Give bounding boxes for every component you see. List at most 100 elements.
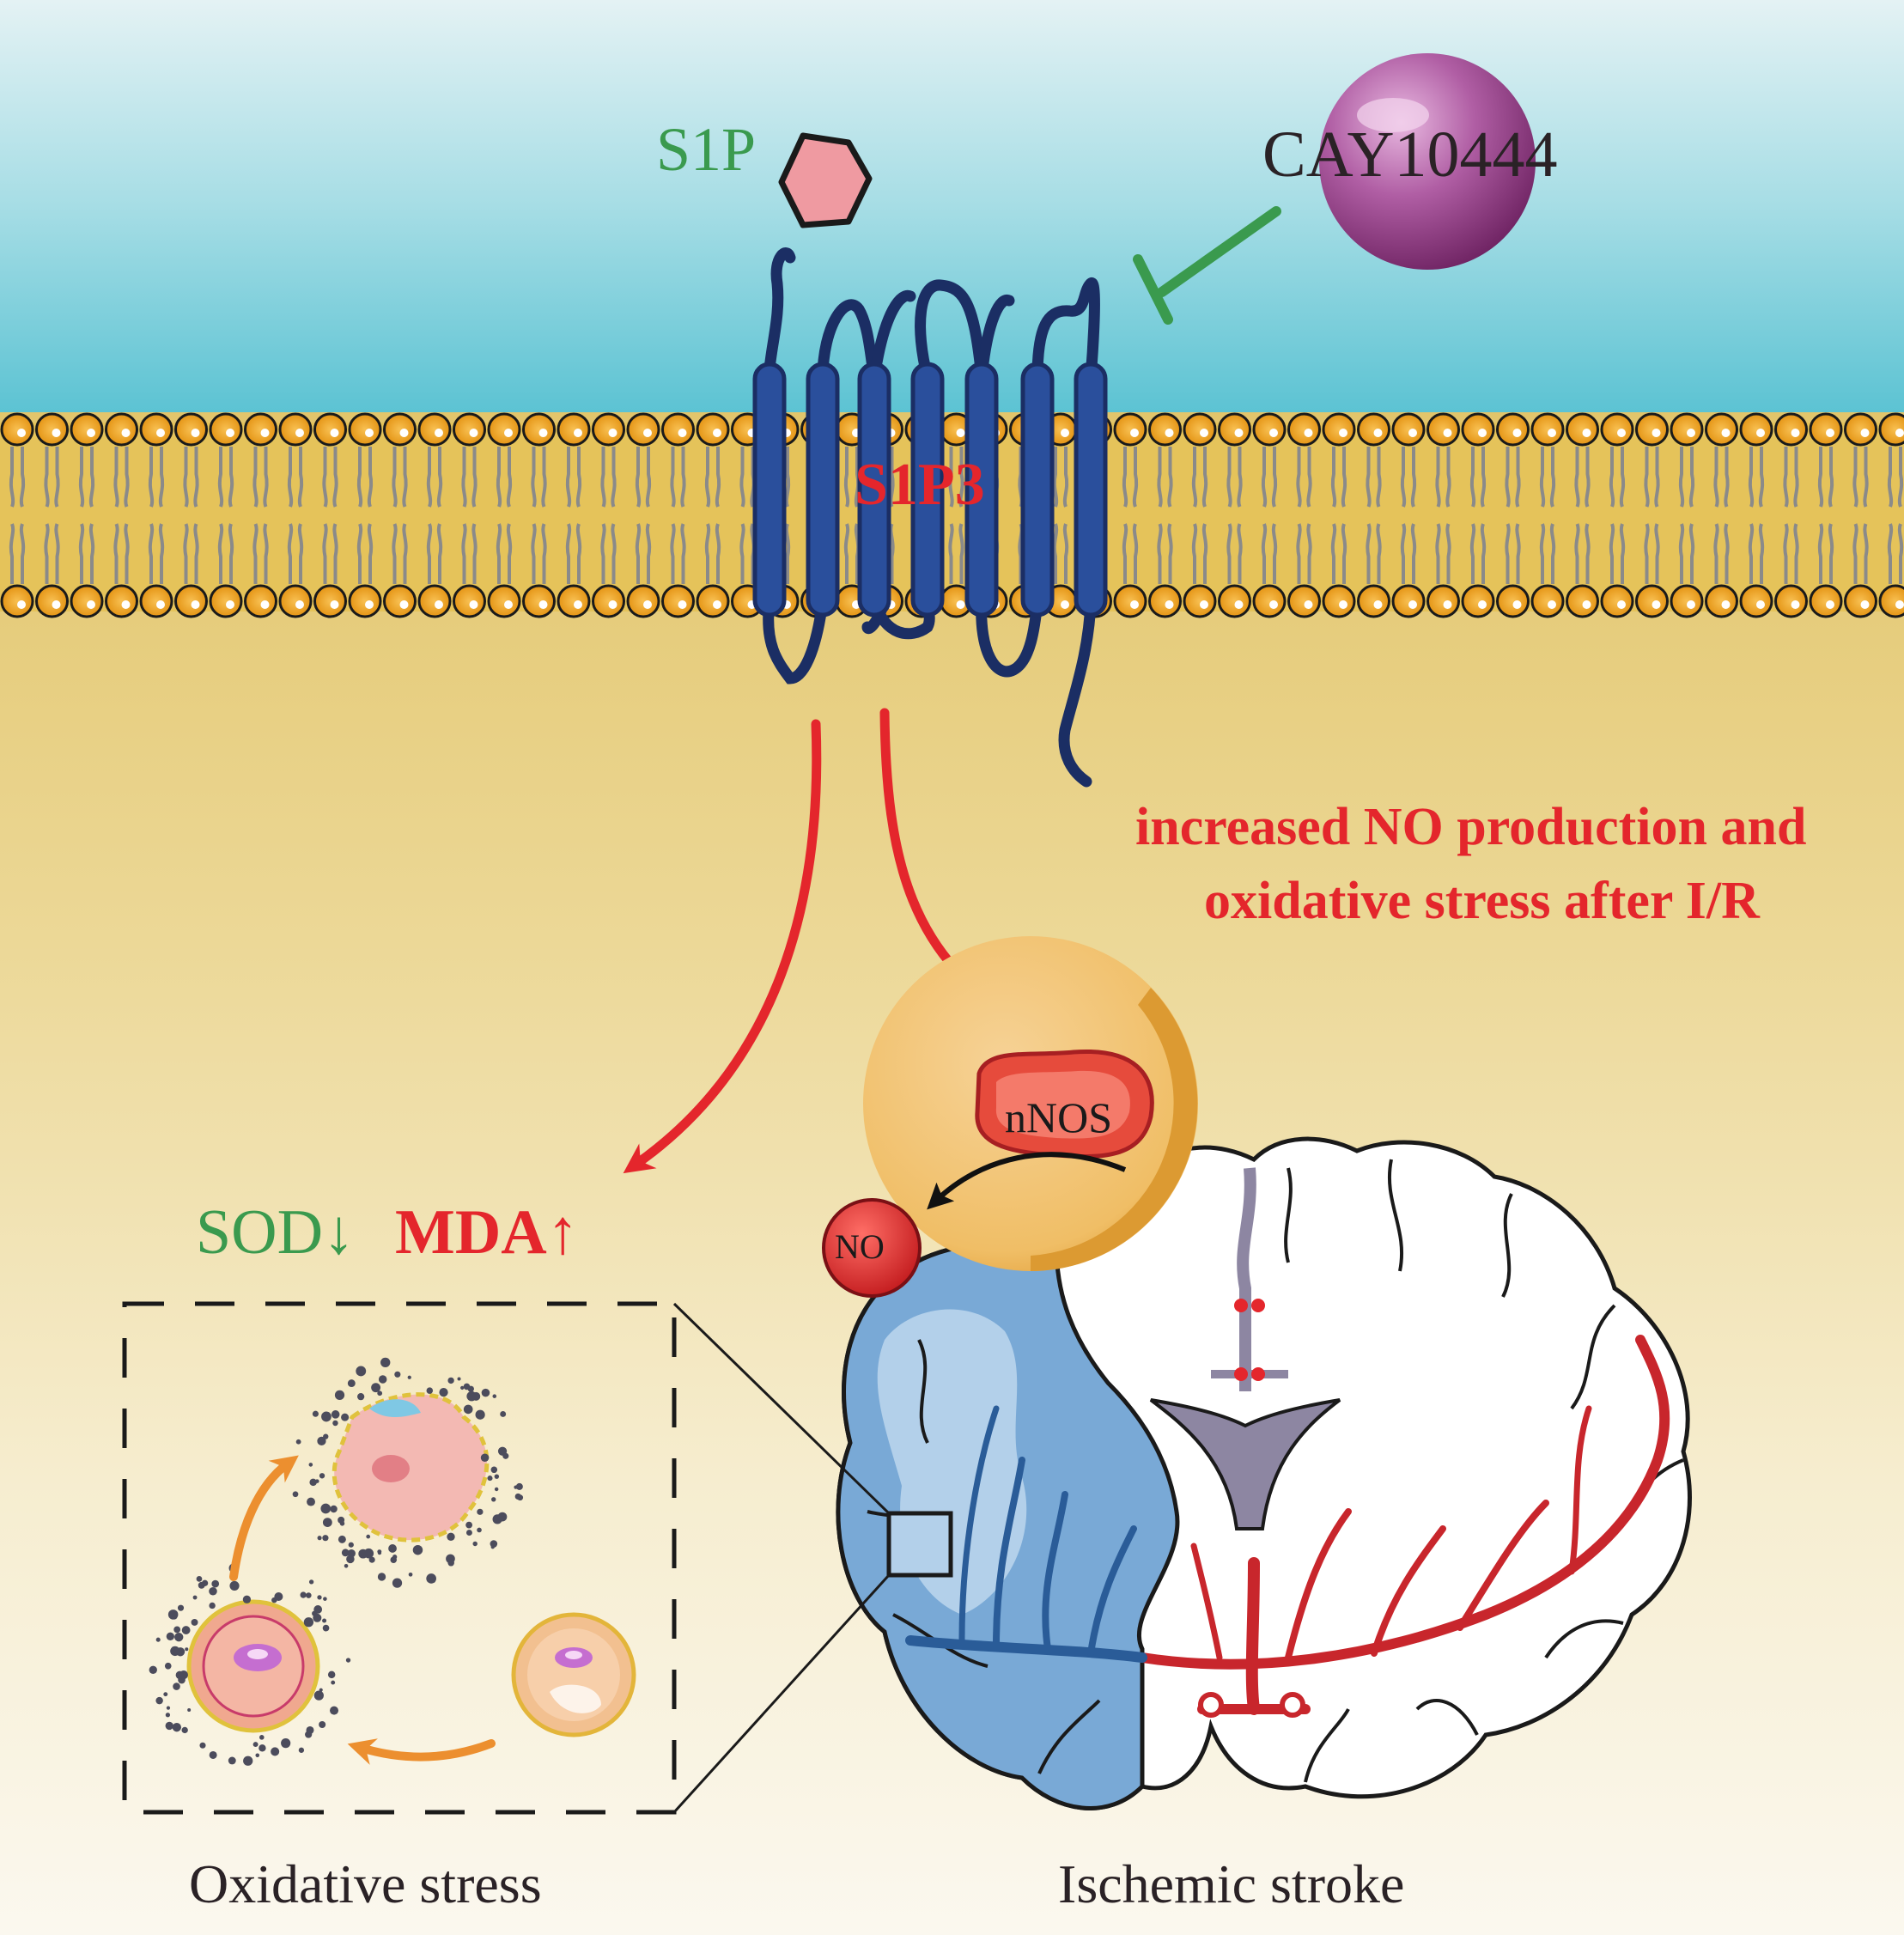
lipid-tail — [78, 523, 95, 584]
debris-particle — [494, 1474, 500, 1479]
debris-particle — [338, 1535, 346, 1543]
mda-text: MDA — [395, 1197, 547, 1268]
debris-particle — [312, 1610, 318, 1616]
lipid-tail — [1783, 447, 1799, 508]
lipid-tail — [565, 447, 582, 508]
lipid-head — [626, 412, 660, 447]
lipid-head — [70, 412, 104, 447]
lipid-head — [696, 584, 730, 618]
debris-particle — [388, 1544, 397, 1553]
lipid-highlight — [1061, 429, 1069, 437]
lipid-tail — [565, 523, 582, 584]
lipid-highlight — [504, 429, 513, 437]
debris-particle — [320, 1503, 332, 1514]
lipid-tail — [426, 447, 443, 508]
lipid-head — [1148, 412, 1182, 447]
lipid-head — [1183, 412, 1217, 447]
lipid-highlight — [1860, 600, 1870, 609]
lipid-highlight — [1582, 600, 1591, 609]
lipid-highlight — [1234, 429, 1244, 437]
debris-particle — [487, 1476, 493, 1482]
debris-particle — [368, 1556, 375, 1563]
lipid-highlight — [365, 600, 374, 609]
transmembrane-helix — [752, 362, 787, 618]
debris-particle — [319, 1688, 323, 1692]
lipid-tail — [496, 447, 513, 508]
inhibition-line — [1133, 206, 1281, 325]
lipid-highlight — [1269, 600, 1278, 609]
lipid-highlight — [608, 600, 617, 609]
debris-particle — [187, 1707, 192, 1712]
debris-particle — [319, 1473, 325, 1479]
lipid-tail — [1783, 523, 1799, 584]
lipid-head — [557, 584, 591, 618]
lipid-highlight — [1721, 600, 1731, 609]
transmembrane-helix — [857, 362, 891, 618]
lipid-head — [592, 412, 625, 447]
debris-particle — [447, 1377, 454, 1384]
lipid-head — [1530, 584, 1565, 618]
debris-particle — [300, 1591, 307, 1598]
debris-particle — [371, 1383, 381, 1393]
debris-particle — [198, 1581, 205, 1589]
lipid-head — [1426, 584, 1460, 618]
lipid-head — [557, 412, 591, 447]
lipid-tail — [426, 523, 443, 584]
midline-structures — [1149, 1167, 1341, 1530]
lipid-head — [661, 584, 695, 618]
debris-particle — [166, 1706, 171, 1710]
sod-down-arrow: ↓ — [323, 1197, 356, 1268]
lipid-highlight — [1478, 429, 1487, 437]
s1p-label: S1P — [656, 115, 757, 184]
lipid-head — [1670, 584, 1704, 618]
lipid-highlight — [435, 600, 443, 609]
debris-particle — [481, 1388, 490, 1397]
lipid-head — [1739, 584, 1773, 618]
lipid-highlight — [191, 429, 200, 437]
debris-particle — [407, 1375, 411, 1379]
debris-particle — [357, 1393, 365, 1401]
lipid-tail — [78, 447, 95, 508]
lipid-tail — [1713, 447, 1730, 508]
debris-particle — [177, 1604, 185, 1611]
debris-particle — [321, 1411, 332, 1422]
debris-particle — [515, 1482, 523, 1490]
cerebral-vessels — [905, 1335, 1670, 1718]
debris-particle — [209, 1750, 217, 1759]
lipid-highlight — [608, 429, 617, 437]
lipid-highlight — [1652, 600, 1661, 609]
debris-particle — [475, 1409, 485, 1420]
lipid-tail — [704, 447, 721, 508]
lipid-highlight — [1304, 600, 1313, 609]
lipid-highlight — [643, 600, 652, 609]
lipid-head — [1113, 412, 1147, 447]
lipid-head — [174, 584, 208, 618]
lipid-head — [1530, 412, 1565, 447]
debris-particle — [490, 1466, 498, 1474]
lipid-head — [1878, 412, 1904, 447]
lipid-head — [1391, 584, 1426, 618]
lipid-highlight — [1791, 600, 1800, 609]
lipid-highlight — [1512, 429, 1522, 437]
lipid-tail — [217, 447, 234, 508]
lipid-tail — [1505, 523, 1521, 584]
lipid-head — [1357, 584, 1390, 618]
lipid-tail — [44, 523, 60, 584]
lipid-tail — [496, 523, 513, 584]
lipid-highlight — [678, 429, 687, 437]
lipid-tail — [1400, 523, 1417, 584]
debris-particle — [322, 1618, 327, 1623]
lipid-highlight — [1408, 600, 1417, 609]
lipid-tail — [635, 523, 652, 584]
debris-particle — [312, 1410, 319, 1417]
debris-particle — [471, 1391, 481, 1401]
debris-particle — [192, 1595, 198, 1600]
debris-particle — [166, 1632, 174, 1640]
lipid-highlight — [226, 429, 234, 437]
debris-particle — [165, 1721, 173, 1731]
lipid-head — [1705, 584, 1738, 618]
lipid-head — [383, 412, 417, 447]
debris-particle — [191, 1618, 198, 1626]
debris-particle — [392, 1578, 403, 1588]
